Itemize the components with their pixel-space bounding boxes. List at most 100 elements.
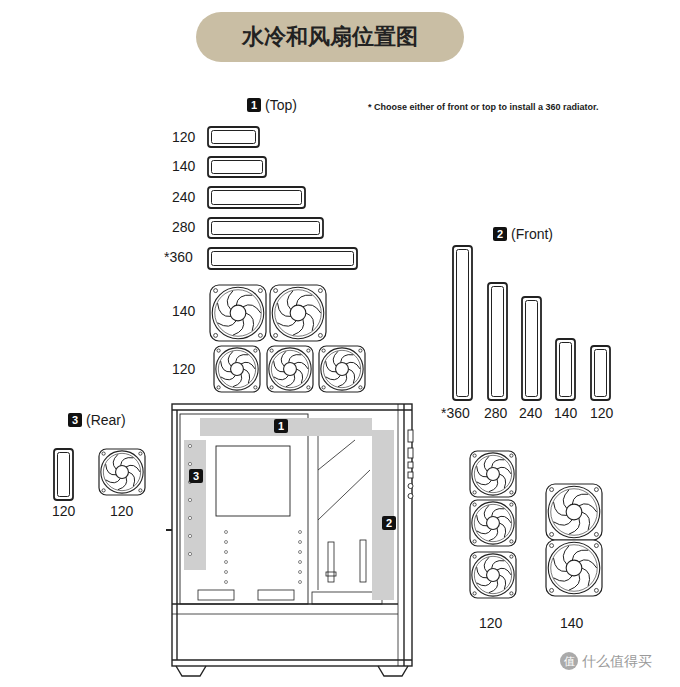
- shape: [550, 488, 554, 492]
- note: * Choose either of front or top to insta…: [368, 102, 599, 113]
- shape: [492, 287, 504, 397]
- shape: [359, 386, 362, 389]
- shape: [284, 363, 297, 376]
- radiator-outline: [488, 283, 507, 400]
- shape: [58, 453, 70, 497]
- radiator-outline: [208, 248, 357, 269]
- shape: [208, 248, 357, 269]
- front-io: [408, 430, 413, 499]
- shape: [582, 568, 590, 586]
- radiator-outline: [208, 157, 266, 177]
- shape: [270, 349, 273, 352]
- size-label: 280: [172, 219, 195, 235]
- shape: [210, 285, 266, 341]
- size-label: 120: [590, 405, 613, 421]
- shape: [319, 346, 365, 392]
- shape: [116, 466, 129, 479]
- shape: [594, 488, 598, 492]
- shape: [299, 571, 302, 574]
- shape: [594, 588, 598, 592]
- shape: [218, 350, 255, 387]
- callout-number: 2: [493, 227, 507, 241]
- shape: [594, 544, 598, 548]
- shape: [299, 531, 302, 534]
- shape: [214, 289, 218, 293]
- shape: [457, 250, 469, 397]
- fan-icon: [546, 540, 602, 596]
- shape: [336, 363, 349, 376]
- shape: [277, 321, 296, 327]
- pc-case: [166, 404, 412, 676]
- size-label: 280: [484, 405, 507, 421]
- shape: [102, 452, 105, 455]
- shape: [307, 349, 310, 352]
- shape: [293, 319, 304, 335]
- shape: [233, 319, 244, 335]
- shape: [318, 289, 322, 293]
- shape: [188, 552, 191, 555]
- shape: [473, 491, 476, 494]
- shape: [323, 350, 360, 387]
- shape: [473, 454, 476, 457]
- shape: [102, 489, 105, 492]
- shape: [510, 555, 513, 558]
- shape: [595, 350, 607, 397]
- shape: [591, 346, 610, 400]
- shape: [230, 305, 246, 321]
- shape: [546, 484, 602, 540]
- shape: [269, 348, 311, 390]
- fan-icon: [470, 500, 516, 546]
- shape: [477, 480, 492, 485]
- shape: [582, 512, 590, 530]
- shape: [188, 444, 191, 447]
- callout-number: 3: [68, 413, 82, 427]
- shape: [488, 283, 507, 400]
- shape: [272, 287, 324, 339]
- shape: [289, 355, 302, 363]
- shape: [254, 349, 257, 352]
- shape: [563, 546, 569, 565]
- radiator-outline: [208, 127, 259, 147]
- radiator-outline: [556, 339, 575, 400]
- shape: [477, 567, 488, 578]
- shape: [474, 556, 511, 593]
- shape: [299, 581, 302, 584]
- shape: [554, 502, 567, 515]
- shape: [550, 588, 554, 592]
- shape: [208, 218, 323, 238]
- fan-icon: [99, 449, 145, 495]
- shape: [322, 349, 325, 352]
- shape: [510, 592, 513, 595]
- shape: [225, 561, 228, 564]
- shape: [106, 464, 117, 475]
- shape: [227, 291, 233, 310]
- shape: [212, 191, 302, 205]
- radiator-outline: [208, 218, 323, 238]
- shape: [473, 540, 476, 543]
- shape: [548, 542, 600, 594]
- shape: [275, 290, 322, 337]
- shape: [477, 581, 492, 586]
- size-label: 120: [172, 361, 195, 377]
- shape: [307, 386, 310, 389]
- shape: [453, 246, 472, 400]
- shape: [326, 375, 341, 380]
- shape: [254, 386, 257, 389]
- size-label: (Front): [511, 226, 553, 242]
- shape: [522, 297, 541, 400]
- shape: [563, 490, 569, 509]
- size-label: 120: [110, 503, 133, 519]
- shape: [470, 552, 516, 598]
- shape: [106, 478, 121, 483]
- size-label: 140: [560, 615, 583, 631]
- shape: [560, 343, 572, 397]
- shape: [274, 361, 285, 372]
- shape: [470, 451, 516, 497]
- shape: [553, 576, 572, 582]
- shape: [487, 517, 500, 530]
- fan-icon: [470, 451, 516, 497]
- shape: [290, 305, 306, 321]
- shape: [246, 313, 254, 331]
- shape: [212, 252, 354, 266]
